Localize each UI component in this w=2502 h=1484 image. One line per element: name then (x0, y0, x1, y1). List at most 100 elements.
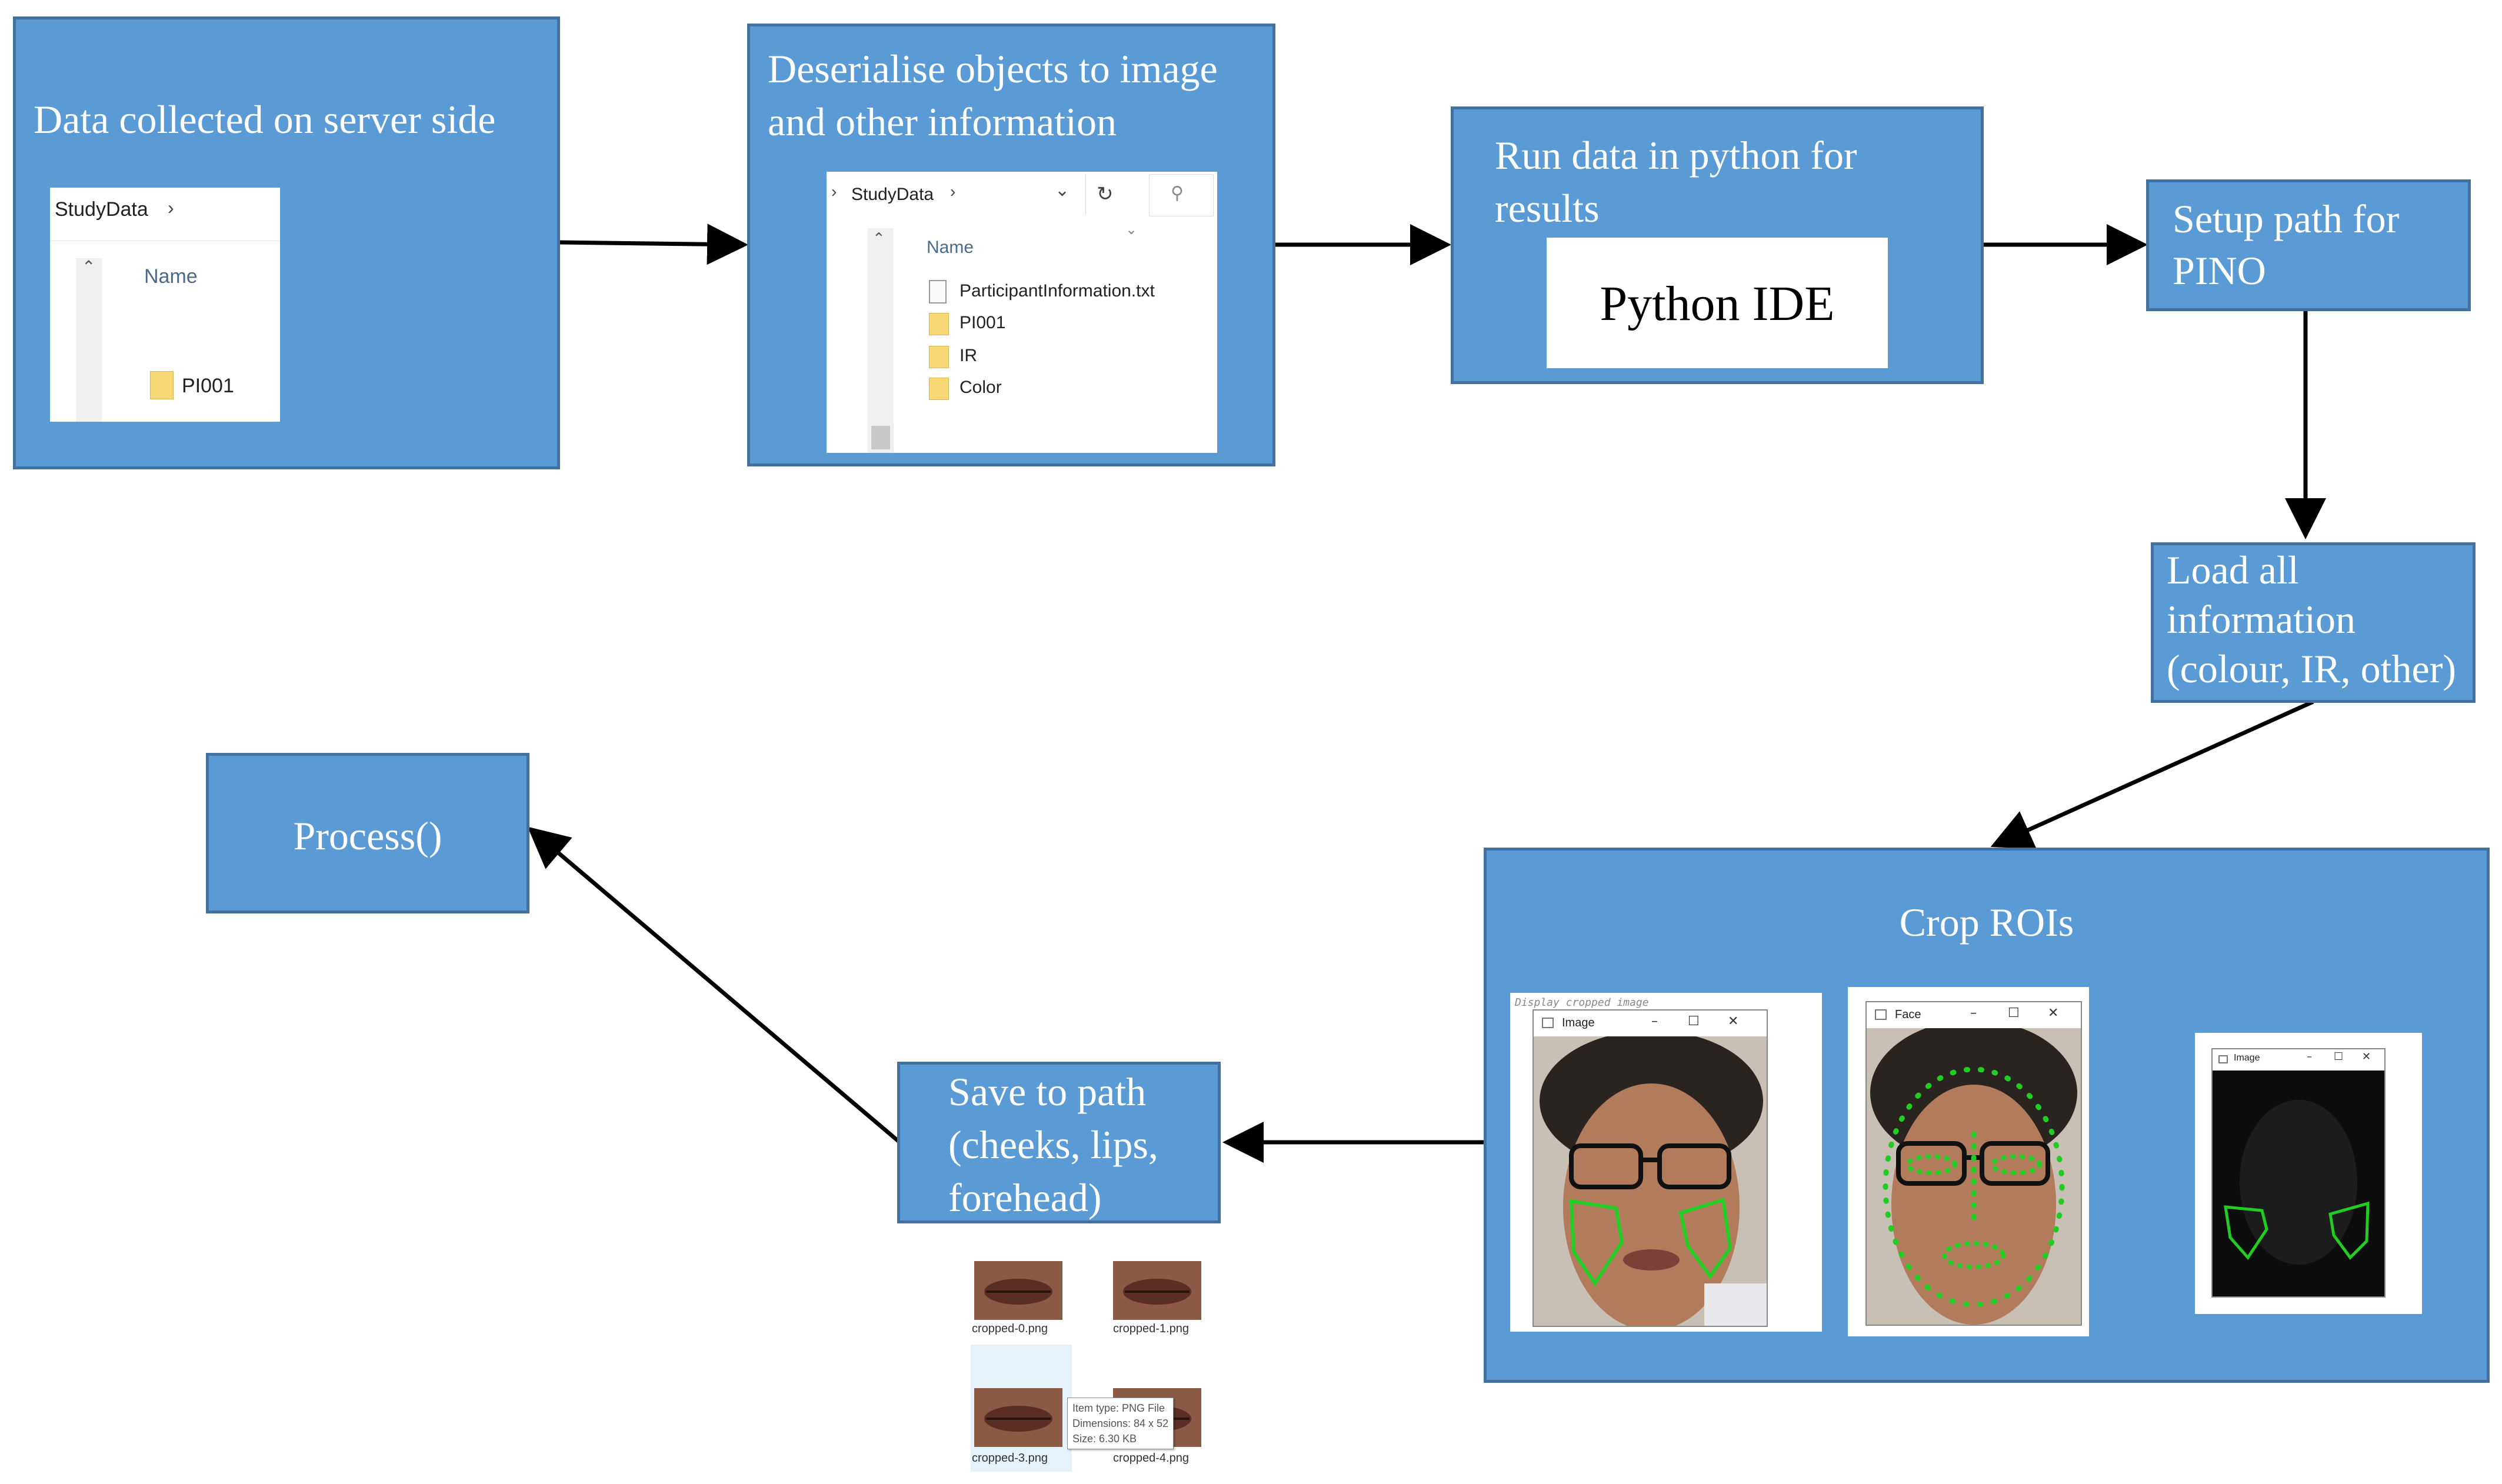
face-photo (1534, 1036, 1767, 1326)
left-cheek-roi (1569, 1199, 1624, 1287)
scrollbar[interactable] (868, 228, 894, 453)
refresh-button[interactable]: ↻ (1085, 174, 1127, 215)
save-path-label-line1: Save to path (948, 1069, 1147, 1114)
run-python-label-line2: results (1495, 186, 1600, 231)
deserialise-box: Deserialise objects to image and other i… (747, 24, 1275, 466)
save-path-label-line2: (cheeks, lips, (948, 1122, 1158, 1167)
right-cheek-roi (1678, 1198, 1733, 1280)
face-window: Face – ☐ ✕ (1865, 1001, 2082, 1326)
scroll-up-icon[interactable]: ⌃ (872, 229, 885, 247)
deserialise-label-line2: and other information (768, 99, 1117, 144)
scrollbar-thumb[interactable] (871, 426, 890, 449)
roi-screenshot-cheeks: Display cropped image Image – ☐ ✕ (1510, 993, 1822, 1332)
lip-thumbnail[interactable] (974, 1261, 1062, 1320)
search-box[interactable]: ⚲ (1149, 174, 1214, 216)
window-title: Face (1895, 1008, 1921, 1021)
load-all-label-line2: information (2167, 597, 2356, 642)
window-titlebar: Face – ☐ ✕ (1867, 1002, 2081, 1029)
load-all-label-line1: Load all (2167, 548, 2299, 592)
chevron-right-icon: › (168, 197, 174, 218)
tooltip-size: Size: 6.30 KB (1072, 1433, 1137, 1445)
left-cheek-roi (2224, 1205, 2268, 1260)
lip-thumbnail[interactable] (1113, 1261, 1201, 1320)
process-label: Process() (293, 813, 442, 858)
window-title: Image (2234, 1053, 2260, 1063)
crop-rois-label: Crop ROIs (1899, 900, 2074, 945)
roi-screenshot-ir: Image – ☐ ✕ (2195, 1033, 2422, 1314)
folder-ir[interactable]: IR (960, 346, 977, 365)
window-titlebar: Image – ☐ ✕ (2213, 1049, 2384, 1071)
file-name[interactable]: cropped-3.png (972, 1452, 1048, 1465)
file-icon (929, 280, 947, 304)
face-landmarks-photo (1867, 1028, 2081, 1325)
column-header-name[interactable]: Name (144, 265, 198, 288)
data-collected-box: Data collected on server side StudyData … (13, 16, 560, 469)
tooltip-dimensions: Dimensions: 84 x 52 (1072, 1418, 1169, 1429)
refresh-icon: ↻ (1097, 183, 1114, 205)
setup-path-box: Setup path for PINO (2146, 179, 2471, 311)
maximize-icon[interactable]: ☐ (2334, 1051, 2344, 1063)
close-icon[interactable]: ✕ (2048, 1006, 2059, 1021)
arrow-load-to-crop (1990, 699, 2314, 849)
breadcrumb: StudyData (851, 185, 934, 204)
maximize-icon[interactable]: ☐ (2008, 1006, 2020, 1021)
ir-image-window: Image – ☐ ✕ (2211, 1048, 2386, 1298)
breadcrumb: StudyData (55, 198, 148, 221)
window-title: Image (1562, 1016, 1595, 1029)
maximize-icon[interactable]: ☐ (1688, 1014, 1700, 1029)
python-ide-label: Python IDE (1600, 276, 1835, 331)
right-cheek-roi (2328, 1201, 2370, 1260)
folder-icon (929, 313, 949, 335)
file-participantinformation[interactable]: ParticipantInformation.txt (960, 281, 1155, 301)
close-icon[interactable]: ✕ (1728, 1014, 1739, 1029)
window-icon (2218, 1055, 2228, 1063)
tooltip-type: Item type: PNG File (1072, 1402, 1165, 1414)
scrollbar[interactable] (76, 258, 102, 422)
save-path-label-line3: forehead) (948, 1175, 1102, 1220)
chevron-right-icon: › (831, 182, 837, 201)
load-all-box: Load all information (colour, IR, other) (2151, 542, 2476, 703)
scroll-up-icon[interactable]: ⌃ (82, 258, 96, 276)
ir-photo (2213, 1071, 2384, 1296)
image-window: Image – ☐ ✕ (1532, 1009, 1768, 1327)
close-icon[interactable]: ✕ (2362, 1051, 2371, 1063)
run-python-label-line1: Run data in python for (1495, 133, 1857, 178)
deserialise-label-line1: Deserialise objects to image (768, 46, 1218, 91)
lip-thumbnail[interactable] (974, 1388, 1062, 1447)
minimize-icon[interactable]: – (2307, 1051, 2312, 1063)
setup-path-label-line2: PINO (2173, 248, 2266, 293)
saved-files: cropped-0.png cropped-1.png cropped-3.pn… (965, 1253, 1224, 1476)
minimize-icon[interactable]: – (1651, 1014, 1658, 1029)
save-path-box: Save to path (cheeks, lips, forehead) (897, 1062, 1221, 1223)
arrow-collect-to-deserialise (558, 224, 748, 265)
folder-pi001[interactable]: PI001 (960, 313, 1006, 332)
process-box: Process() (206, 753, 529, 913)
explorer-screenshot-2: › StudyData › ⌄ ↻ ⚲ ⌃ Name ⌄ Participant… (827, 172, 1217, 453)
window-icon (1875, 1009, 1887, 1020)
window-titlebar: Image – ☐ ✕ (1534, 1011, 1767, 1037)
python-ide-box: Python IDE (1547, 238, 1888, 368)
chevron-down-icon[interactable]: ⌄ (1055, 181, 1070, 200)
search-icon: ⚲ (1171, 184, 1184, 203)
file-tooltip: Item type: PNG File Dimensions: 84 x 52 … (1067, 1398, 1174, 1449)
column-header-name[interactable]: Name (927, 238, 974, 257)
chevron-right-icon: › (950, 182, 956, 201)
roi-screenshot-landmarks: Face – ☐ ✕ (1848, 987, 2089, 1336)
run-python-box: Run data in python for results Python ID… (1451, 106, 1984, 384)
folder-icon (929, 378, 949, 400)
crop-rois-box: Crop ROIs Display cropped image Image – … (1484, 848, 2490, 1383)
code-comment: Display cropped image (1515, 996, 1649, 1009)
folder-pi001[interactable]: PI001 (182, 375, 234, 397)
folder-icon (150, 371, 174, 399)
minimize-icon[interactable]: – (1970, 1006, 1977, 1021)
file-name[interactable]: cropped-0.png (972, 1322, 1048, 1335)
load-all-label-line3: (colour, IR, other) (2167, 646, 2457, 691)
setup-path-label-line1: Setup path for (2173, 196, 2400, 241)
folder-color[interactable]: Color (960, 378, 1002, 397)
data-collected-label: Data collected on server side (34, 97, 496, 142)
window-icon (1542, 1018, 1554, 1028)
file-name[interactable]: cropped-1.png (1113, 1322, 1189, 1335)
sort-chevron-icon: ⌄ (1125, 222, 1138, 238)
arrow-save-to-process (527, 826, 900, 1143)
file-name[interactable]: cropped-4.png (1113, 1452, 1189, 1465)
